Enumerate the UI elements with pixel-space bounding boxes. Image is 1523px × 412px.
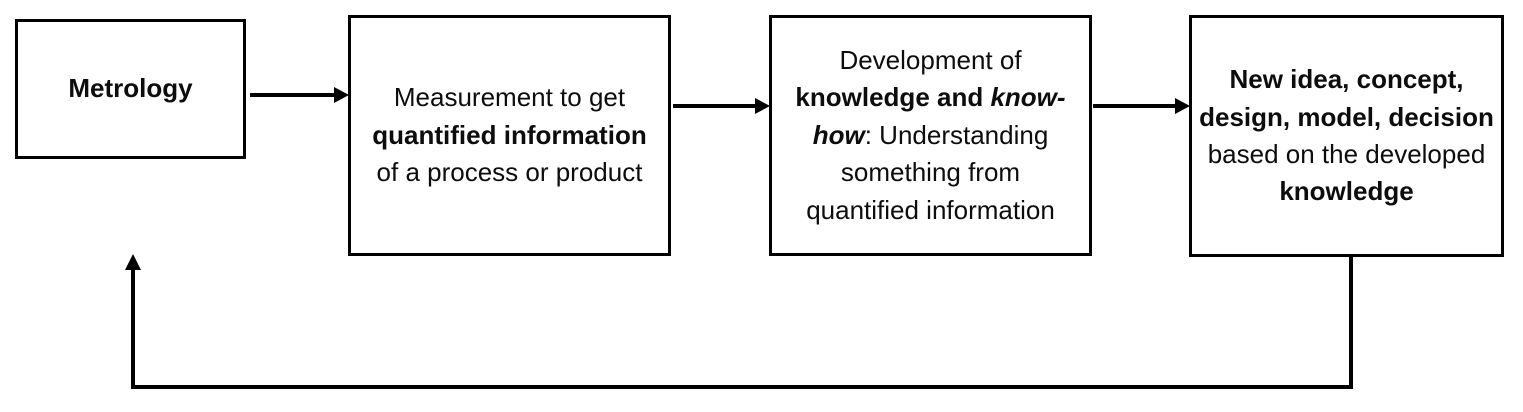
edge-feedback-newidea-to-metrology: [118, 250, 1368, 398]
node-newidea-line3: based on the developed: [1207, 139, 1486, 169]
node-newidea[interactable]: New idea, concept, design, model, decisio…: [1189, 15, 1504, 257]
edge-measurement-to-knowledge: [673, 95, 771, 117]
node-knowledge-line1: Development of: [839, 44, 1022, 75]
node-newidea-label: New idea, concept, design, model, decisio…: [1192, 61, 1501, 211]
node-measurement-line1: Measurement to get: [393, 82, 626, 113]
node-newidea-line1: New idea, concept,: [1229, 64, 1464, 95]
node-knowledge-label: Development of knowledge and know-how: Un…: [772, 42, 1089, 229]
node-newidea-line2: design, model, decision: [1199, 101, 1494, 132]
node-knowledge[interactable]: Development of knowledge and know-how: Un…: [769, 15, 1092, 256]
node-metrology-label: Metrology: [68, 73, 193, 104]
node-measurement-label: Measurement to get quantified information…: [351, 79, 668, 191]
edge-knowledge-to-newidea: [1093, 95, 1191, 117]
node-knowledge-line5: quantified information: [806, 194, 1055, 225]
node-knowledge-line3-a: how: [812, 119, 865, 150]
node-measurement[interactable]: Measurement to get quantified information…: [348, 15, 671, 256]
node-newidea-line4: knowledge: [1279, 176, 1414, 207]
node-measurement-line2: quantified information: [372, 119, 647, 150]
node-knowledge-line4: something from: [840, 157, 1021, 188]
node-knowledge-line3-b: : Understanding: [864, 119, 1049, 150]
node-measurement-line3: of a process or product: [376, 157, 643, 188]
edge-metrology-to-measurement: [250, 84, 350, 106]
node-knowledge-line2-b: know-: [990, 82, 1066, 113]
node-metrology[interactable]: Metrology: [15, 19, 246, 159]
node-knowledge-line2-a: knowledge and: [795, 82, 991, 113]
